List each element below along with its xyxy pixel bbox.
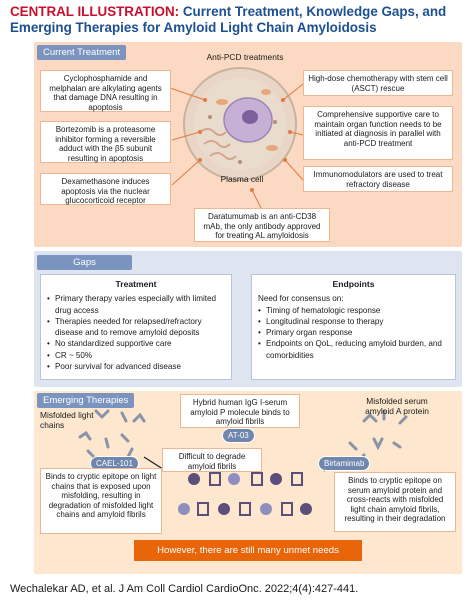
- gaps-endpoints-heading: Endpoints: [332, 279, 375, 289]
- gaps-endpoints-intro: Need for consensus on:: [258, 294, 344, 304]
- list-item: CR ~ 50%: [47, 350, 225, 362]
- at03-pill: AT-03: [222, 428, 255, 443]
- birtamimab-description-box: Binds to cryptic epitope on serum amyloi…: [334, 472, 456, 532]
- current-treatment-connectors: [169, 83, 304, 211]
- list-item: Therapies needed for relapsed/refractory…: [47, 316, 225, 339]
- gaps-tab: Gaps: [37, 255, 132, 270]
- cyclophosphamide-box: Cyclophosphamide and melphalan are alkyl…: [40, 70, 171, 112]
- supportive-care-box: Comprehensive supportive care to maintai…: [303, 106, 453, 160]
- current-treatment-tab: Current Treatment: [37, 45, 127, 60]
- list-item: No standardized supportive care: [47, 338, 225, 350]
- gaps-endpoints-box: Endpoints Need for consensus on: Timing …: [251, 274, 456, 380]
- difficult-degrade-box: Difficult to degrade amyloid fibrils: [162, 448, 262, 472]
- cael101-description-box: Binds to cryptic epitope on light chains…: [40, 468, 162, 534]
- bortezomib-box: Bortezomib is a proteasome inhibitor for…: [40, 121, 171, 163]
- gaps-treatment-heading: Treatment: [115, 279, 157, 289]
- header-title-line2: Emerging Therapies for Amyloid Light Cha…: [10, 20, 377, 35]
- list-item: Primary therapy varies especially with l…: [47, 293, 225, 316]
- anti-pcd-label: Anti-PCD treatments: [206, 52, 284, 62]
- unmet-needs-banner: However, there are still many unmet need…: [134, 540, 362, 561]
- list-item: Poor survival for advanced disease: [47, 361, 225, 373]
- citation: Wechalekar AD, et al. J Am Coll Cardiol …: [10, 583, 359, 595]
- gaps-endpoints-list: Timing of hematologic response Longitudi…: [258, 305, 449, 361]
- high-dose-box: High-dose chemotherapy with stem cell (A…: [303, 70, 453, 96]
- emerging-tab: Emerging Therapies: [37, 393, 135, 408]
- list-item: Longitudinal response to therapy: [258, 316, 449, 328]
- illustration-header: CENTRAL ILLUSTRATION: Current Treatment,…: [10, 4, 470, 36]
- birtamimab-pill: Birtamimab: [318, 456, 371, 471]
- immunomodulators-box: Immunomodulators are used to treat refra…: [303, 166, 453, 192]
- misfolded-light-chains-label: Misfolded light chains: [40, 410, 94, 430]
- gaps-treatment-list: Primary therapy varies especially with l…: [47, 293, 225, 372]
- header-label: CENTRAL ILLUSTRATION:: [10, 4, 180, 19]
- list-item: Primary organ response: [258, 327, 449, 339]
- list-item: Timing of hematologic response: [258, 305, 449, 317]
- gaps-treatment-box: Treatment Primary therapy varies especia…: [40, 274, 232, 380]
- plasma-cell-label: Plasma cell: [220, 174, 264, 184]
- plasma-cell-illustration: [183, 67, 297, 181]
- hybrid-igg-box: Hybrid human IgG I-serum amyloid P molec…: [180, 394, 300, 428]
- list-item: Endpoints on QoL, reducing amyloid burde…: [258, 338, 449, 361]
- dexamethasone-box: Dexamethasone induces apoptosis via the …: [40, 173, 171, 205]
- gaps-tab-label: Gaps: [73, 257, 96, 268]
- header-title-line1: Current Treatment, Knowledge Gaps, and: [182, 4, 447, 19]
- misfolded-serum-label: Misfolded serum amyloid A protein: [365, 396, 429, 416]
- daratumumab-box: Daratumumab is an anti-CD38 mAb, the onl…: [194, 208, 330, 242]
